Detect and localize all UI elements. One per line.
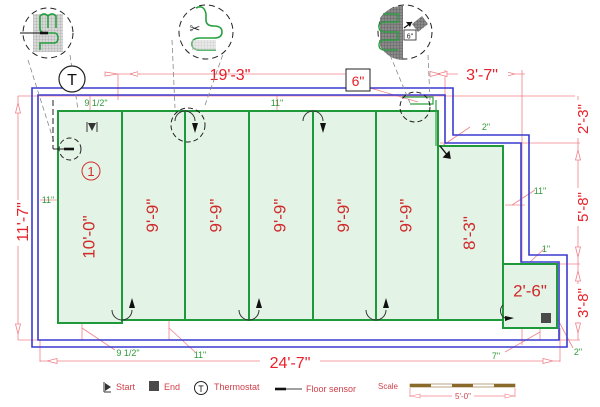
clearance-top-left: 9 1/2" [84, 98, 107, 108]
heating-mat-1 [57, 110, 123, 324]
clearance-notch-corner: 2" [482, 122, 490, 132]
mat-turn-detail [402, 96, 437, 146]
thermostat-symbol: T [58, 65, 86, 93]
legend: Start End T Thermostat Floor sensor Scal… [103, 381, 516, 401]
clearance-bottom-middle: 11" [194, 350, 207, 360]
turn-arrow-4 [302, 110, 326, 133]
legend-thermostat-label: Thermostat [214, 382, 260, 392]
legend-floor-sensor-label: Floor sensor [306, 384, 356, 394]
scale-label: Scale [378, 382, 399, 391]
mat-length-label: 9'-9" [206, 199, 225, 233]
mat-length-label: 2'-6" [513, 281, 547, 300]
turn-arrow-5 [365, 298, 389, 321]
scale-length: 5'-0" [455, 392, 471, 401]
clearance-left: 11" [42, 195, 55, 205]
dim-right-upper: 2'-3" [575, 104, 592, 134]
dim-bottom: 24'-7" [270, 355, 311, 372]
clearance-top-middle: 11" [271, 98, 284, 108]
heating-mat-5 [312, 110, 377, 321]
mat-length-label: 8'-3" [460, 216, 479, 250]
end-marker [541, 313, 551, 323]
legend-floor-sensor: Floor sensor [275, 384, 356, 394]
mat-number: 1 [87, 164, 94, 179]
dim-top-notch: 3'-7" [466, 67, 498, 84]
scissors-icon: ✂ [190, 21, 201, 36]
heating-mat-6 [375, 110, 439, 321]
mat-length-label: 10'-0" [79, 215, 98, 258]
turn-arrow-7 [500, 304, 514, 321]
turn-arrow-6 [439, 145, 451, 159]
clearance-right-middle: 11" [534, 186, 547, 196]
mat-length-label: 9'-9" [143, 199, 162, 233]
legend-start: Start [103, 382, 136, 393]
legend-start-label: Start [116, 382, 136, 392]
heating-mat-3 [184, 110, 250, 321]
heating-mats: 10'-0" 9'-9" 9'-9" 9'-9" 9'-9" 9'-9" 8'-3" 2'-6… [57, 110, 558, 329]
detail-callout-cut: ✂ [171, 4, 234, 109]
thermostat-letter: T [67, 72, 77, 89]
thermostat-icon [194, 381, 208, 395]
cut-detail-label: 6" [352, 73, 365, 89]
mat-length-label: 9'-9" [334, 199, 353, 233]
dim-right-middle: 5'-8" [575, 192, 592, 222]
scale-bar: Scale 5'-0" [378, 382, 516, 401]
room-walls [31, 87, 568, 348]
clearance-bottom-right-corner: 2" [574, 347, 582, 357]
clearance-bottom-left: 9 1/2" [116, 348, 139, 358]
detail-callout-mat-overlap: 6" [377, 4, 433, 104]
clearance-labels: 9 1/2" 11" 11" 2" 11" 1" 9 1/2" 11" 7" 2… [42, 98, 582, 361]
mat-number-badge: 1 [81, 161, 101, 181]
dimension-labels: 19'-3" 6" 3'-7" 24'-7" 11'-7" 2'-3" 5'-8… [10, 66, 592, 372]
detail-inset-label: 6" [407, 34, 414, 41]
dim-right-lower: 3'-8" [575, 288, 592, 318]
turn-arrow-1 [111, 298, 135, 321]
thermostat-icon-letter: T [198, 384, 204, 394]
mat-turn-arrows [111, 110, 514, 321]
clearance-bottom-right: 7" [492, 351, 500, 361]
legend-end: End [149, 381, 180, 392]
heating-mat-4 [248, 110, 314, 321]
heating-mat-7 [437, 145, 504, 321]
dim-top-main: 19'-3" [210, 67, 251, 84]
heating-mat-2 [121, 110, 186, 321]
turn-arrow-3 [238, 298, 262, 321]
start-marker [86, 122, 98, 132]
legend-end-label: End [164, 382, 180, 392]
end-icon [149, 381, 159, 391]
floor-sensor-symbol [52, 100, 74, 151]
cut-detail-box [345, 68, 371, 92]
mat-length-label: 9'-9" [396, 199, 415, 233]
dim-left: 11'-7" [15, 202, 32, 242]
mat-length-label: 9'-9" [270, 199, 289, 233]
turn-arrow-2 [174, 110, 198, 133]
legend-thermostat: T Thermostat [194, 381, 260, 395]
clearance-right-step: 1" [542, 244, 550, 254]
